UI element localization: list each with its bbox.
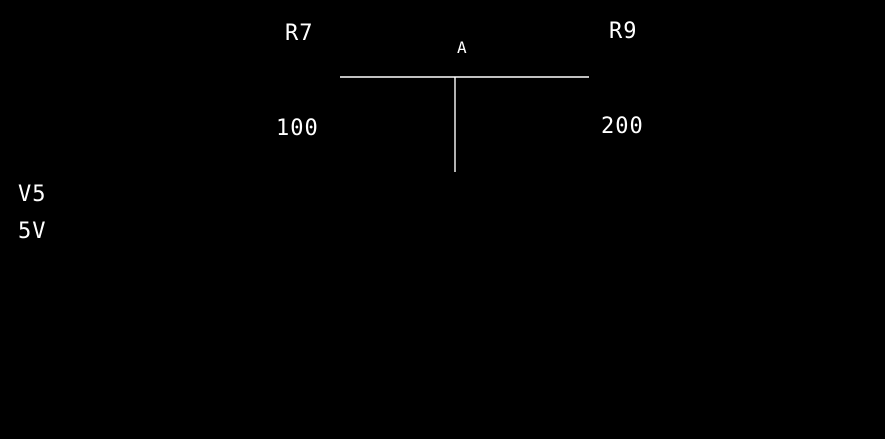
r9-designator-label: R9 [609, 19, 638, 44]
v5-value-label: 5V [18, 219, 47, 244]
v5-designator-label: V5 [18, 182, 47, 207]
r7-designator-label: R7 [285, 21, 314, 46]
r7-value-label: 100 [276, 116, 319, 141]
r9-value-label: 200 [601, 114, 644, 139]
node-a-label: A [457, 38, 467, 57]
